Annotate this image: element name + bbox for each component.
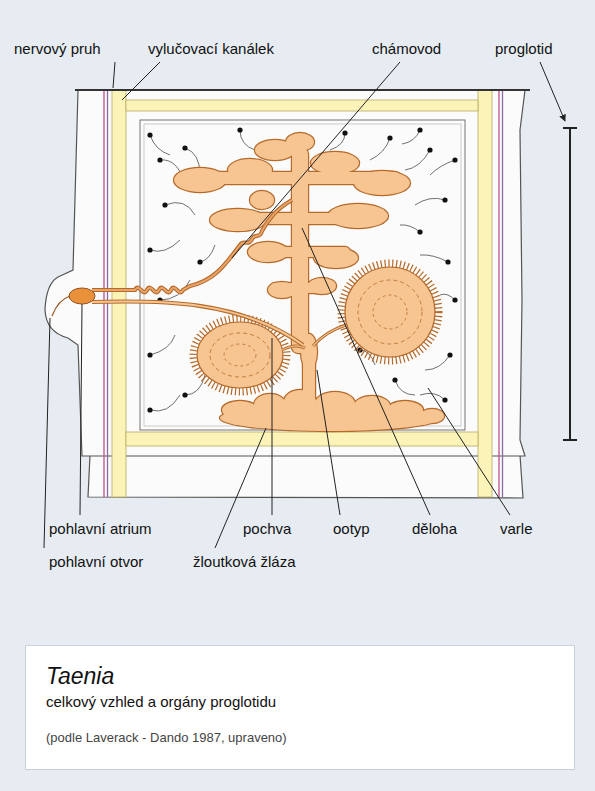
caption-box: Taenia celkový vzhled a orgány proglotidu… [25, 645, 575, 770]
genus-name: Taenia [46, 662, 554, 690]
part-label: vylučovací kanálek [148, 40, 274, 58]
part-label: žloutková žláza [193, 553, 296, 571]
source-note: (podle Laverack - Dando 1987, upraveno) [46, 729, 554, 746]
part-label: nervový pruh [14, 40, 101, 58]
part-label: pochva [243, 520, 291, 538]
caption-text: celkový vzhled a orgány proglotidu [46, 692, 554, 711]
part-label: pohlavní otvor [49, 553, 143, 571]
leader-lines [44, 62, 565, 548]
part-label: varle [500, 520, 533, 538]
part-label: chámovod [372, 40, 441, 58]
part-label: pohlavní atrium [49, 520, 152, 538]
part-label: děloha [412, 520, 457, 538]
part-label: proglotid [495, 40, 553, 58]
part-label: ootyp [333, 520, 370, 538]
